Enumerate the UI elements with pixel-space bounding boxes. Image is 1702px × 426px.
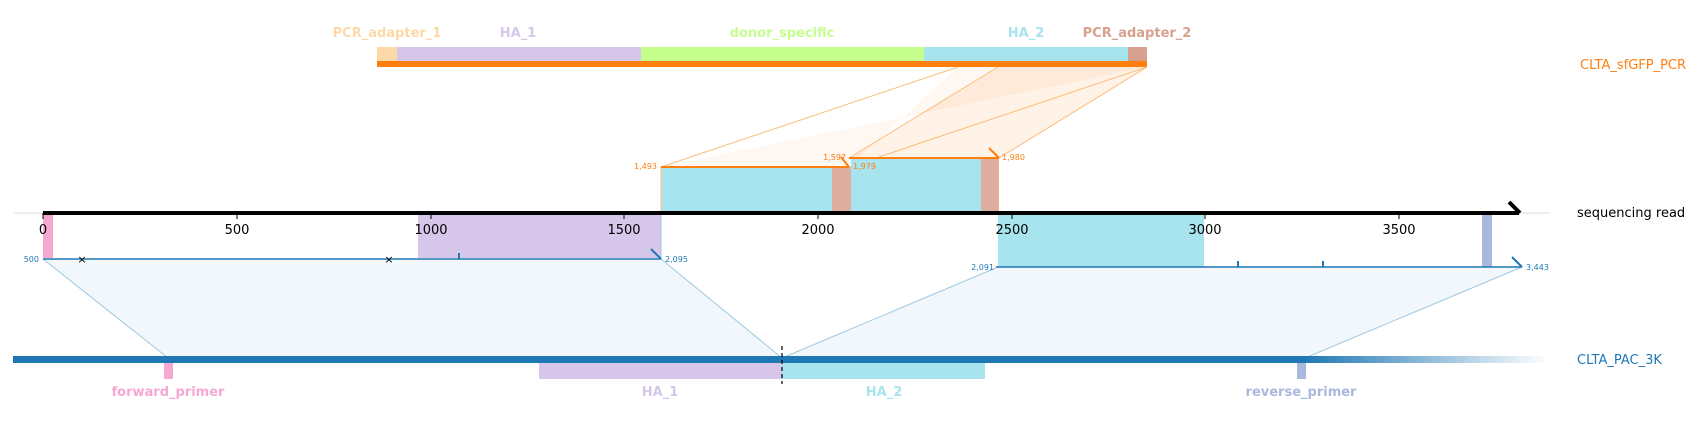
top-label-donor-specific: donor_specific [730,26,835,41]
bottom-alignment-arrow-b [1511,256,1523,268]
top-alignment-connectors [660,66,1148,168]
read-ha2-block-low [998,214,1204,267]
mismatch-mark-1: × [77,253,86,266]
read-bottom-alignments: × × 500 2,095 2,091 3,443 [24,248,1549,272]
bottom-align-a-start: 500 [24,255,39,264]
read-reverse-primer-block [1482,214,1492,267]
bottom-label-ha-1: HA_1 [642,385,679,400]
read-axis-arrowhead [1507,200,1522,215]
tick-label-500: 500 [225,223,250,238]
bottom-alignment-arrow-a [650,248,662,260]
top-label-ha-2: HA_2 [1008,26,1045,41]
read-adapter-block-a [832,167,851,212]
top-align-b-start: 1,979 [853,162,876,171]
bottom-align-b-start: 2,091 [971,263,994,272]
sequencing-read-axis: 0 500 1000 1500 2000 2500 3000 3500 sequ… [14,200,1685,238]
bottom-reference-fade [1303,356,1549,363]
read-name: sequencing read [1577,206,1685,221]
bottom-feature-reverse-primer [1297,363,1306,379]
bottom-alignment-connectors [42,258,1523,359]
read-ha2-block-b [851,158,981,212]
bottom-feature-ha-1 [539,363,782,379]
top-align-b-end: 1,980 [1002,153,1025,162]
top-label-pcr-adapter-2: PCR_adapter_2 [1083,26,1192,41]
tick-label-1500: 1500 [607,223,640,238]
top-alignment-arrow-a [840,156,850,168]
bottom-label-forward-primer: forward_primer [112,385,226,400]
bottom-reference: forward_primer HA_1 HA_2 reverse_primer … [13,346,1662,400]
read-ha1-block [418,214,661,258]
read-forward-primer-block [43,214,53,258]
bottom-reference-bar [13,356,1303,363]
tick-label-0: 0 [39,223,47,238]
top-align-a-start: 1,493 [634,162,657,171]
top-feature-ha-2 [924,47,1128,64]
top-label-pcr-adapter-1: PCR_adapter_1 [333,26,442,41]
bottom-align-b-end: 3,443 [1526,263,1549,272]
read-top-features: 1,493 1,597 1,979 1,980 [634,147,1025,212]
top-align-a-end: 1,597 [823,153,846,162]
mismatch-mark-2: × [384,253,393,266]
bottom-label-reverse-primer: reverse_primer [1246,385,1358,400]
tick-label-1000: 1000 [414,223,447,238]
top-feature-ha-1 [397,47,641,64]
bottom-reference-name: CLTA_PAC_3K [1577,353,1662,368]
top-reference-name: CLTA_sfGFP_PCR [1580,58,1686,73]
bottom-feature-forward-primer [164,363,173,379]
bottom-label-ha-2: HA_2 [866,385,903,400]
tick-label-3500: 3500 [1382,223,1415,238]
read-ha2-block-a [661,167,832,212]
tick-label-2500: 2500 [995,223,1028,238]
top-feature-donor-specific [641,47,924,64]
read-bottom-features [43,214,1492,267]
read-adapter-block-b [981,158,999,212]
tick-label-2000: 2000 [801,223,834,238]
top-feature-pcr-adapter-2 [1128,47,1147,64]
tick-label-3000: 3000 [1188,223,1221,238]
top-alignment-arrow-b [988,147,1000,159]
top-reference: PCR_adapter_1 HA_1 donor_specific HA_2 P… [333,26,1686,73]
bottom-align-a-end: 2,095 [665,255,688,264]
top-feature-pcr-adapter-1 [377,47,397,64]
bottom-feature-ha-2 [782,363,985,379]
top-reference-bar [377,61,1147,67]
top-label-ha-1: HA_1 [500,26,537,41]
